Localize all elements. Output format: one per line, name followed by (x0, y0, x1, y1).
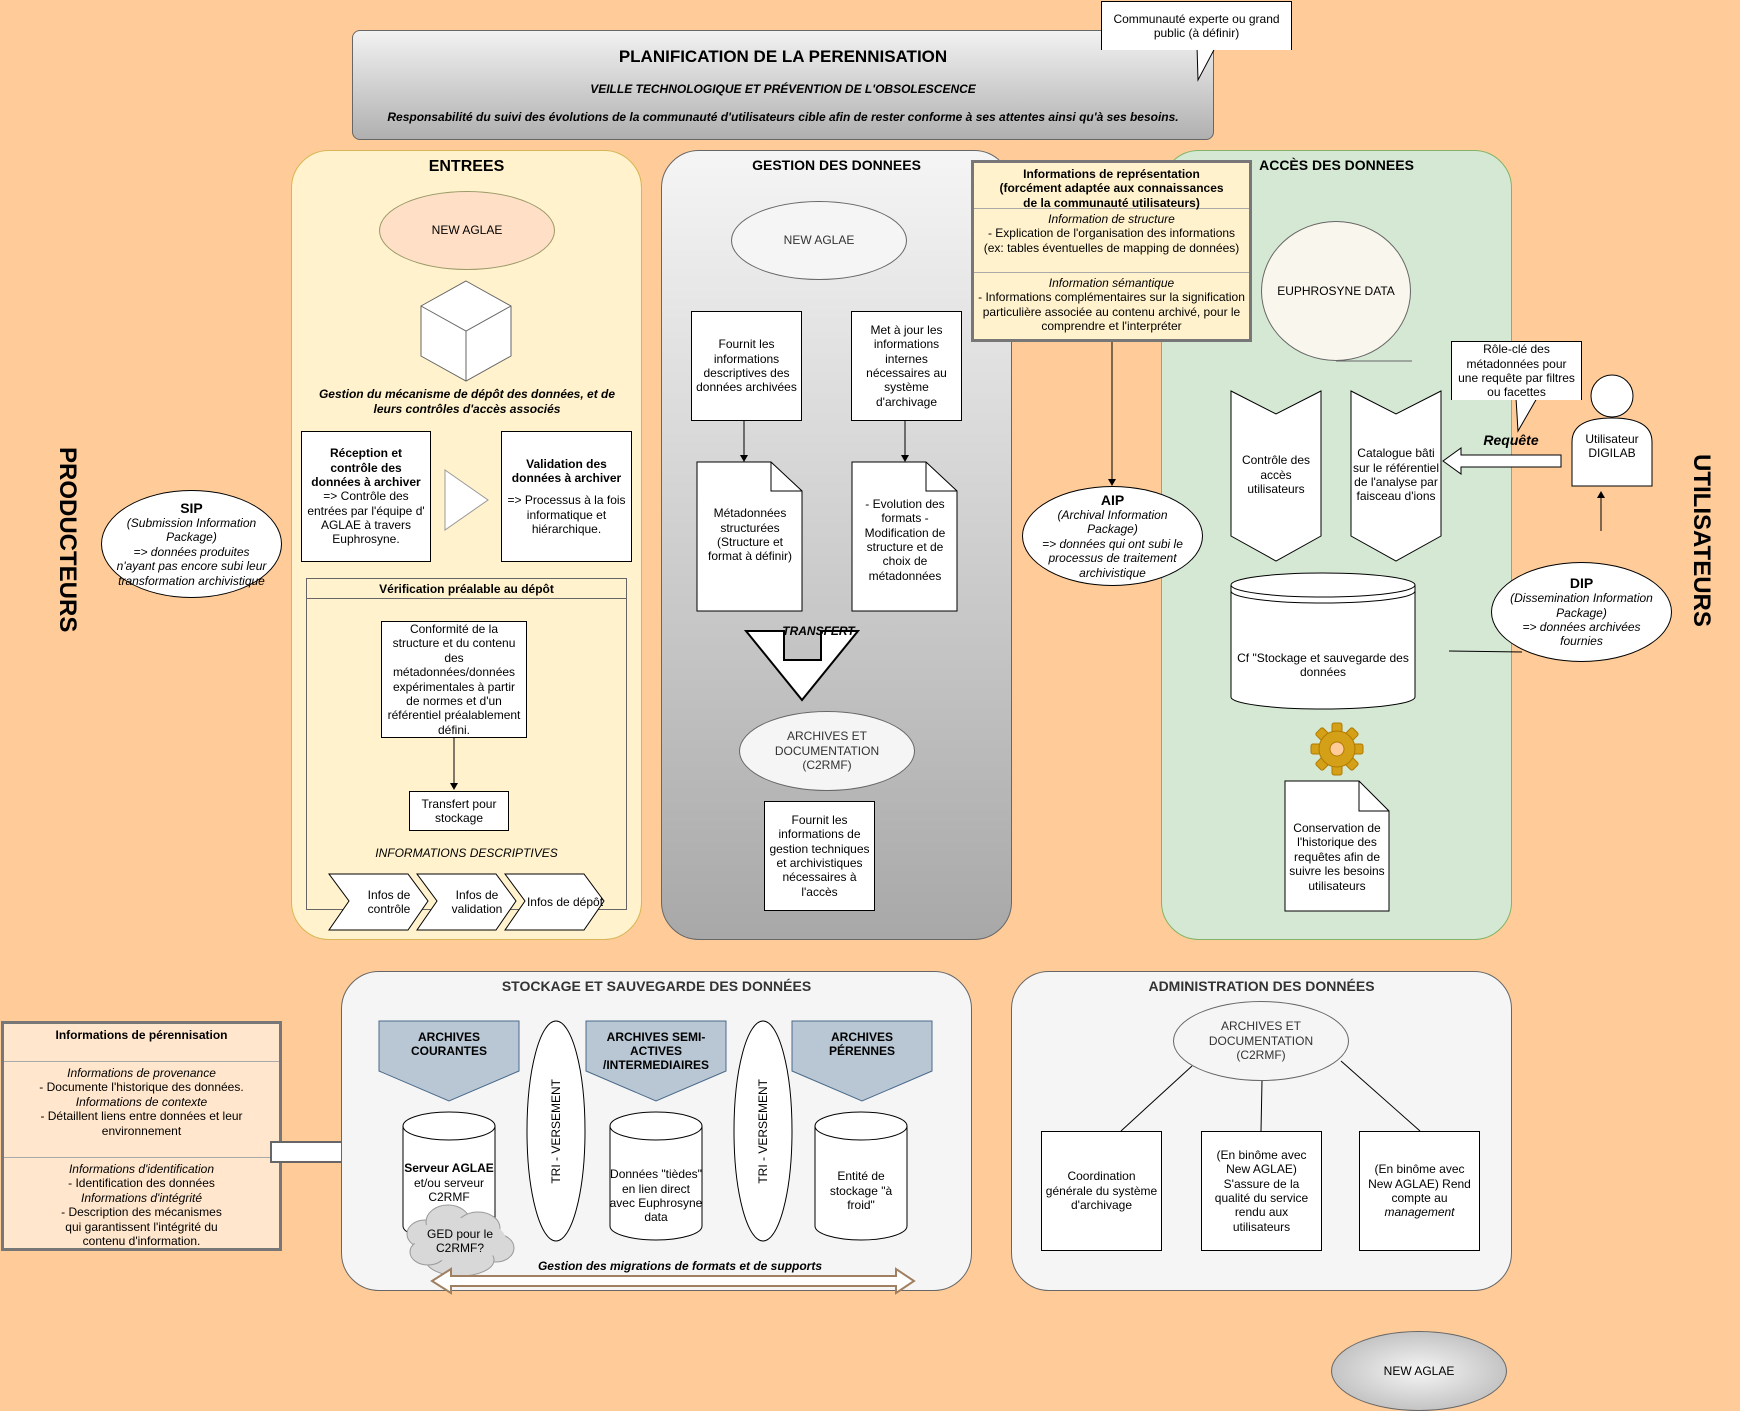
gestion-archives-ellipse: ARCHIVES ET DOCUMENTATION (C2RMF) (739, 711, 915, 791)
chevrons-shape (328, 873, 605, 931)
dip-title: DIP (1569, 575, 1594, 592)
archives-courantes: ARCHIVES COURANTES (410, 1030, 487, 1058)
perennisation-p1-t1: Informations de provenance (67, 1066, 216, 1080)
dip-line2: => données archivées fournies (1522, 620, 1641, 649)
acces-conservation: Conservation de l'historique des requête… (1289, 821, 1385, 893)
sip-ellipse: SIP (Submission Information Package) => … (101, 490, 282, 598)
play-arrow-icon (444, 469, 489, 531)
aip-title: AIP (1100, 492, 1125, 509)
chevron-controle: Infos de contrôle (367, 887, 411, 916)
requete-label: Requête (1483, 432, 1539, 448)
gestion-box-right: Met à jour les informations internes néc… (851, 311, 962, 421)
aip-line2: => données qui ont subi le processus de … (1042, 536, 1183, 580)
dip-line1: (Dissemination Information Package) (1510, 591, 1653, 620)
representation-s1-body: - Explication de l'organisation des info… (983, 226, 1240, 255)
admin-ellipse: ARCHIVES ET DOCUMENTATION (C2RMF) (1173, 1001, 1349, 1081)
header-banner: PLANIFICATION DE LA PERENNISATION VEILLE… (352, 30, 1214, 140)
header-callout: Communauté experte ou grand public (à dé… (1101, 1, 1292, 50)
acces-ellipse: EUPHROSYNE DATA (1261, 221, 1411, 361)
dip-ellipse: DIP (Dissemination Information Package) … (1491, 562, 1672, 662)
acces-controle: Contrôle des accès utilisateurs (1241, 453, 1311, 497)
transfert-box: Transfert pour stockage (409, 791, 509, 831)
representation-s2-title: Information sémantique (1048, 276, 1175, 290)
header-subtitle: VEILLE TECHNOLOGIQUE ET PRÉVENTION DE L'… (590, 82, 976, 96)
admin-title: ADMINISTRATION DES DONNÉES (1148, 978, 1375, 994)
validation-box: Validation des données à archiver => Pro… (501, 431, 632, 562)
admin-box-3: (En binôme avec New AGLAE) Rend compte a… (1359, 1131, 1480, 1251)
perennisation-p2-t2: Informations d'intégrité (80, 1190, 203, 1205)
acces-stockage: Cf "Stockage et sauvegarde des données (1237, 650, 1409, 679)
header-description: Responsabilité du suivi des évolutions d… (387, 110, 1179, 124)
reception-title: Réception et contrôle des données à arch… (311, 446, 421, 489)
footer-ellipse: NEW AGLAE (1331, 1331, 1507, 1411)
serveur-aglae: Serveur AGLAE et/ou serveur C2RMF (404, 1161, 494, 1205)
role-callout: Rôle-clé des métadonnées pour une requêt… (1451, 341, 1582, 400)
cube-icon (420, 280, 512, 382)
perennisation-p1-b1: - Documente l'historique des données. (39, 1080, 244, 1095)
perennisation-p2-b1: - Identification des données (68, 1176, 215, 1191)
gestion-box-left: Fournit les informations descriptives de… (691, 311, 802, 421)
representation-s1-title: Information de structure (1048, 212, 1175, 226)
header-title: PLANIFICATION DE LA PERENNISATION (618, 47, 948, 66)
admin-box-1: Coordination générale du système d'archi… (1041, 1131, 1162, 1251)
entrees-ellipse: NEW AGLAE (379, 191, 555, 270)
aip-line1: (Archival Information Package) (1057, 508, 1168, 537)
utilisateurs-label: UTILISATEURS (1688, 453, 1715, 627)
perennisation-p1-t2: Informations de contexte (75, 1094, 208, 1109)
sip-line1: (Submission Information Package) (126, 516, 257, 545)
perennisation-title: Informations de pérennisation (4, 1024, 279, 1062)
gestion-doc-right: - Evolution des formats - Modification d… (864, 496, 946, 583)
archives-perennes: ARCHIVES PÉRENNES (828, 1030, 896, 1058)
sip-line2: => données produites n'ayant pas encore … (116, 544, 267, 588)
validation-body: => Processus à la fois informatique et h… (507, 493, 626, 537)
gestion-doc-left: Métadonnées structurées (Structure et fo… (707, 506, 793, 564)
gestion-ellipse: NEW AGLAE (731, 201, 907, 280)
entrees-caption: Gestion du mécanisme de dépôt des donnée… (318, 387, 616, 416)
validation-title: Validation des données à archiver (511, 456, 622, 485)
verif-title: Vérification préalable au dépôt (307, 579, 626, 599)
acces-title: ACCÈS DES DONNEES (1259, 157, 1414, 173)
migrations-label: Gestion des migrations de formats et de … (537, 1259, 823, 1273)
sip-title: SIP (180, 500, 203, 517)
infos-descriptives-label: INFORMATIONS DESCRIPTIVES (375, 846, 558, 860)
perennisation-p2-b2: - Description des mécanismes qui garanti… (61, 1205, 222, 1248)
archives-semi: ARCHIVES SEMI-ACTIVES /INTERMEDIAIRES (602, 1030, 709, 1072)
admin-box-2: (En binôme avec New AGLAE) S'assure de l… (1201, 1131, 1322, 1251)
conformite-box: Conformité de la structure et du contenu… (381, 621, 527, 738)
entite-froid: Entité de stockage "à froid" (829, 1169, 893, 1213)
stockage-title: STOCKAGE ET SAUVEGARDE DES DONNÉES (501, 978, 812, 994)
reception-body: => Contrôle des entrées par l'équipe d' … (307, 489, 425, 547)
donnees-tiedes: Données "tièdes" en lien direct avec Eup… (609, 1167, 703, 1225)
representation-box: Informations de représentation (forcémen… (971, 160, 1252, 342)
representation-s2-body: - Informations complémentaires sur la si… (978, 290, 1245, 334)
aip-ellipse: AIP (Archival Information Package) => do… (1022, 486, 1203, 586)
reception-box: Réception et contrôle des données à arch… (301, 431, 431, 562)
producteurs-label: PRODUCTEURS (54, 447, 81, 633)
entrees-title: ENTREES (428, 158, 505, 175)
chevron-depot: Infos de dépôt (526, 894, 604, 909)
perennisation-p2-t1: Informations d'identification (68, 1162, 215, 1176)
perennisation-box: Informations de pérennisation Informatio… (1, 1021, 282, 1251)
user-icon (1571, 374, 1653, 487)
representation-title: Informations de représentation (forcémen… (974, 163, 1249, 210)
chevron-validation: Infos de validation (451, 887, 503, 916)
gestion-box-bottom: Fournit les informations de gestion tech… (764, 801, 875, 911)
acces-catalogue: Catalogue bâti sur le référentiel de l'a… (1352, 446, 1440, 504)
user-label: Utilisateur DIGILAB (1585, 431, 1639, 460)
gear-icon (1310, 722, 1364, 776)
perennisation-p1-b2: - Détaillent liens entre données et leur… (40, 1109, 243, 1138)
transfert-label: TRANSFERT (782, 624, 855, 638)
ged-label: GED pour le C2RMF? (426, 1226, 494, 1255)
gestion-title: GESTION DES DONNEES (752, 157, 921, 173)
